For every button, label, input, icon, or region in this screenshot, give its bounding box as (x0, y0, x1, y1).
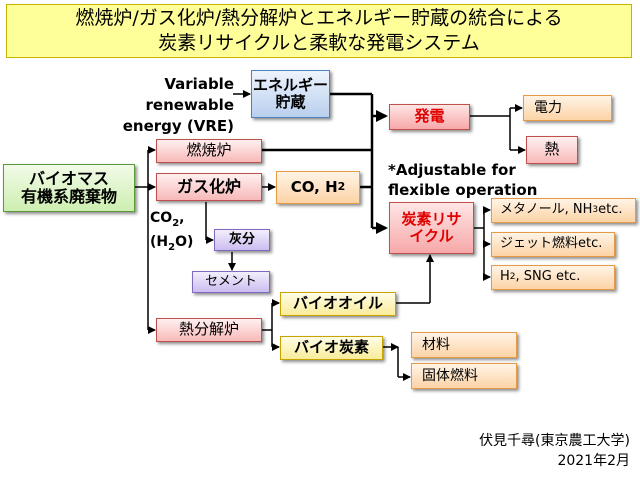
biochar-box: バイオ炭素 (280, 336, 383, 360)
power-generation-box: 発電 (389, 104, 470, 130)
pyrolyzer-box: 熱分解炉 (156, 318, 262, 342)
credit-date: 2021年2月 (557, 453, 630, 469)
material-box: 材料 (411, 332, 517, 358)
heat-box: 熱 (526, 136, 578, 164)
credit: 伏見千尋(東京農工大学) 2021年2月 (400, 431, 630, 471)
energy-storage-box: エネルギー 貯蔵 (251, 70, 330, 118)
co2-label: CO2, (H2O) (150, 210, 194, 253)
adjustable-note: *Adjustable for flexible operation (388, 161, 538, 199)
ash-box: 灰分 (214, 229, 270, 251)
gasifier-box: ガス化炉 (156, 173, 262, 201)
jet-fuel-box: ジェット燃料etc. (491, 232, 615, 257)
credit-author: 伏見千尋(東京農工大学) (479, 433, 630, 449)
carbon-recycle-box: 炭素リサ イクル (389, 202, 474, 254)
combustor-box: 燃焼炉 (156, 139, 262, 163)
vre-label: Variable renewable energy (VRE) (122, 75, 234, 135)
solid-fuel-box: 固体燃料 (411, 363, 517, 389)
diagram-title: 燃焼炉/ガス化炉/熱分解炉とエネルギー貯蔵の統合による 炭素リサイクルと柔軟な発… (6, 4, 632, 58)
cement-box: セメント (192, 271, 270, 293)
title-line-1: 燃焼炉/ガス化炉/熱分解炉とエネルギー貯蔵の統合による (75, 7, 563, 29)
biomass-box: バイオマス 有機系廃棄物 (3, 164, 135, 212)
title-line-2: 炭素リサイクルと柔軟な発電システム (158, 32, 480, 54)
electricity-box: 電力 (523, 95, 612, 121)
bio-oil-box: バイオオイル (280, 292, 396, 316)
